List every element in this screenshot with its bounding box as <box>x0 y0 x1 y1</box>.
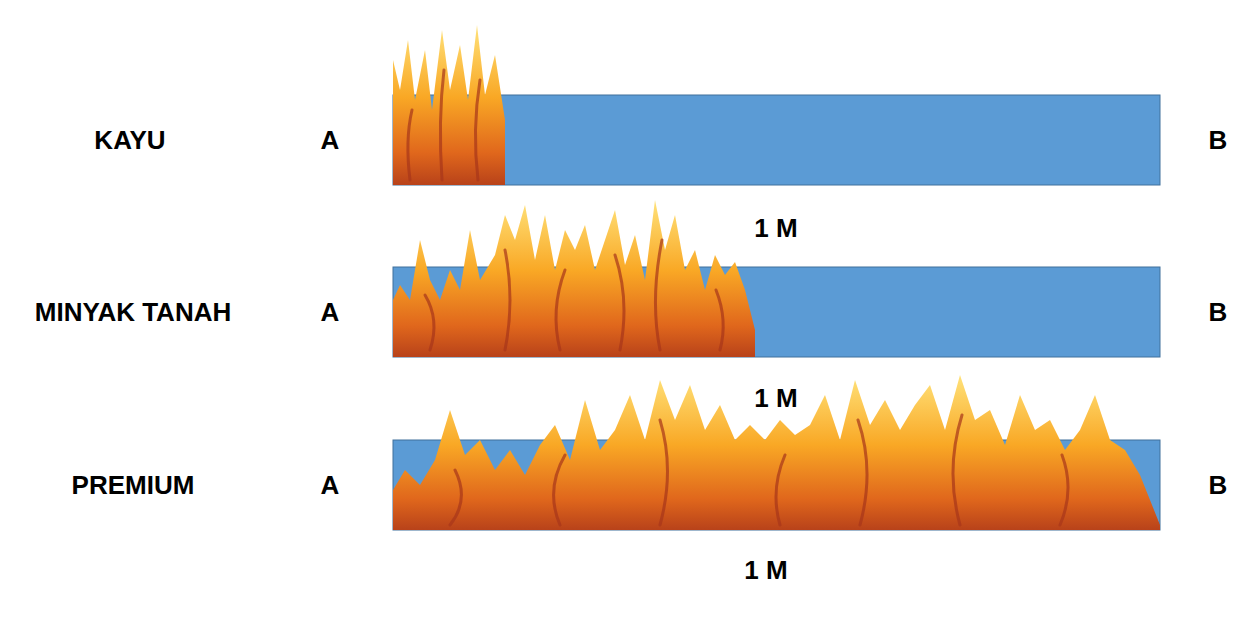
end-label: B <box>1209 126 1228 155</box>
fuel-label: KAYU <box>94 126 165 155</box>
flame-streaks <box>408 70 1068 525</box>
flame <box>393 200 755 357</box>
length-label: 1 M <box>754 214 797 243</box>
end-label: A <box>321 298 340 327</box>
fuel-label: MINYAK TANAH <box>35 298 231 327</box>
length-label: 1 M <box>754 384 797 413</box>
end-label: A <box>321 471 340 500</box>
flame <box>393 25 505 185</box>
flame <box>393 375 1160 530</box>
end-label: A <box>321 126 340 155</box>
end-label: B <box>1209 298 1228 327</box>
length-label: 1 M <box>744 556 787 585</box>
end-label: B <box>1209 471 1228 500</box>
bar <box>393 95 1160 185</box>
fuel-label: PREMIUM <box>72 471 195 500</box>
